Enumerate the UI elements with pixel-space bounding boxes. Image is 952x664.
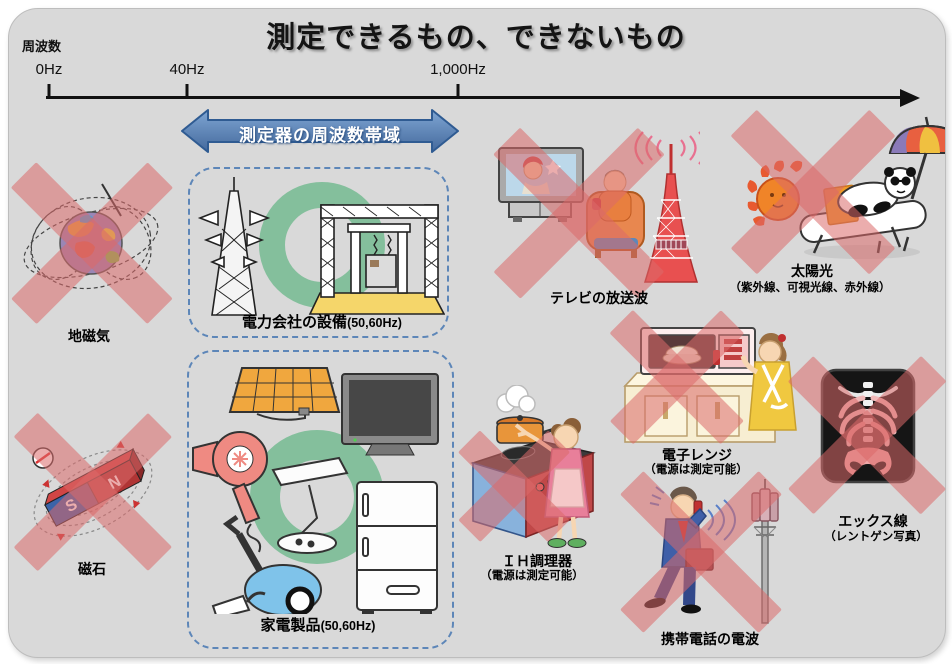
compass-icon — [32, 447, 54, 469]
frequency-axis-label: 周波数 — [22, 39, 62, 54]
ih-cooker-illustration — [470, 385, 596, 548]
power-label: 電力会社の設備(50,60Hz) — [242, 314, 402, 331]
geomagnetism-label: 地磁気 — [68, 328, 110, 344]
globe-icon — [59, 211, 123, 275]
refrigerator-icon — [356, 481, 438, 614]
tv-broadcast-illustration — [498, 131, 700, 283]
page-title: 測定できるもの、できないもの — [266, 22, 686, 54]
transmission-tower-icon — [197, 177, 271, 316]
television-icon — [498, 147, 584, 222]
vacuum-cleaner-icon — [211, 514, 322, 614]
woman-cooking-icon — [514, 418, 590, 548]
woman-icon — [740, 332, 797, 431]
xray-film-icon — [820, 368, 916, 484]
tick-label-1000hz: 1,000Hz — [430, 61, 486, 78]
businessman-icon — [644, 486, 714, 614]
band-arrow-icon — [181, 109, 459, 153]
geomagnetism-illustration — [23, 183, 159, 290]
mobile-phone-label: 携帯電話の電波 — [661, 631, 759, 647]
tv-icon — [341, 373, 439, 456]
desk-lamp-icon — [271, 456, 349, 554]
tick-mark-0hz — [47, 84, 51, 98]
xray-sublabel: （レントゲン写真） — [824, 531, 928, 543]
tick-label-0hz: 0Hz — [35, 61, 63, 78]
microwave-label: 電子レンジ — [662, 447, 732, 463]
magnet-label: 磁石 — [78, 561, 106, 577]
tick-label-40hz: 40Hz — [169, 61, 205, 78]
substation-icon — [308, 204, 445, 315]
sunlight-sublabel: （紫外線、可視光線、赤外線） — [729, 282, 891, 294]
power-equipment-illustration — [197, 177, 445, 316]
ih-cooker-sublabel: （電源は測定可能） — [480, 570, 584, 582]
mobile-phone-illustration — [644, 479, 779, 624]
beach-chair-icon — [799, 200, 927, 254]
shadow — [804, 245, 920, 259]
microwave-illustration — [623, 327, 797, 443]
broadcast-tower-icon — [643, 144, 699, 283]
hair-dryer-icon — [192, 431, 268, 553]
bar-magnet-icon: N S — [44, 447, 145, 527]
steam-icon — [496, 385, 536, 413]
xray-illustration — [820, 368, 916, 484]
sunlight-label: 太陽光 — [791, 263, 833, 279]
parasol-icon — [888, 116, 945, 200]
cell-tower-icon — [751, 479, 779, 624]
sun-icon — [747, 160, 803, 226]
solar-panel-icon — [228, 367, 341, 421]
tick-mark-1000hz — [456, 84, 460, 98]
panda-icon — [837, 167, 916, 254]
magnet-illustration: N S — [32, 440, 153, 541]
measurable-box-appliances — [187, 350, 454, 649]
tick-mark-40hz — [185, 84, 189, 98]
board-background — [8, 8, 946, 658]
sunlight-illustration — [747, 116, 945, 259]
person-armchair-icon — [586, 169, 645, 258]
tv-broadcast-label: テレビの放送波 — [550, 290, 648, 306]
band-arrow-label: 測定器の周波数帯域 — [239, 126, 401, 145]
signal-lines-icon — [649, 486, 736, 541]
axis-arrowhead-icon — [900, 89, 920, 107]
appliances-label: 家電製品(50,60Hz) — [260, 617, 376, 634]
appliances-illustration — [192, 367, 439, 614]
radio-waves-icon — [634, 131, 700, 165]
microwave-sublabel: （電源は測定可能） — [644, 464, 748, 476]
frequency-axis-line — [46, 96, 904, 99]
xray-label: エックス線 — [838, 513, 908, 529]
measurable-box-power — [188, 167, 449, 338]
ih-cooker-label: ＩＨ調理器 — [502, 553, 572, 569]
microwave-oven-icon — [640, 327, 756, 375]
